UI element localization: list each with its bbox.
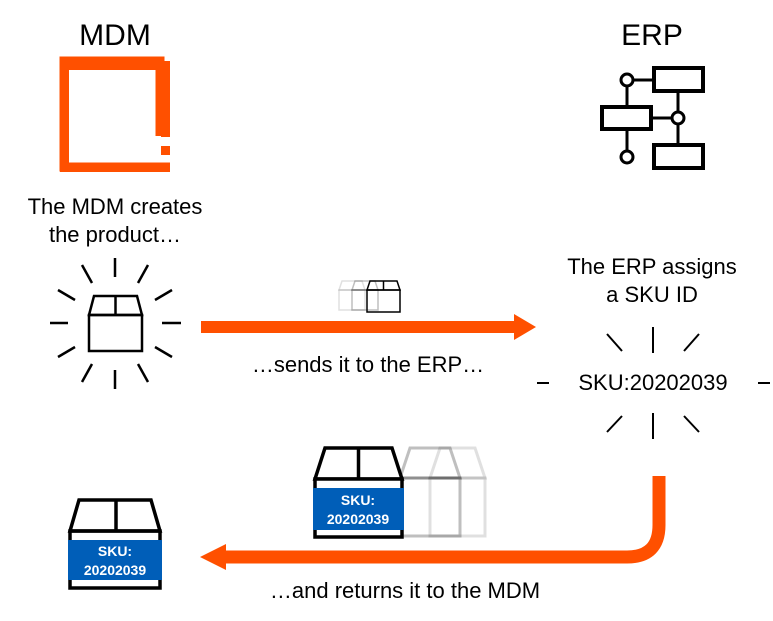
send-arrow	[201, 314, 536, 340]
sku-glow-rays-icon	[537, 327, 770, 439]
return-arrow	[200, 476, 666, 570]
moving-box-sku-line1: SKU:	[341, 492, 375, 508]
assigned-sku-text: SKU:20202039	[578, 370, 727, 395]
return-label: …and returns it to the MDM	[270, 578, 540, 603]
mdm-caption-line2: the product…	[49, 222, 181, 247]
send-label: …sends it to the ERP…	[252, 352, 484, 377]
glow-rays-icon	[50, 258, 181, 389]
moving-labeled-box-icon	[312, 446, 488, 539]
moving-box-icon	[337, 280, 402, 313]
erp-caption-line1: The ERP assigns	[567, 254, 737, 279]
mdm-logo-icon	[59, 56, 170, 172]
delivered-box-sku-line1: SKU:	[98, 543, 132, 559]
mdm-title: MDM	[79, 19, 151, 52]
delivered-box-sku-line2: 20202039	[84, 562, 147, 578]
moving-box-sku-line2: 20202039	[327, 511, 390, 527]
erp-title: ERP	[621, 19, 683, 52]
erp-flowchart-icon	[600, 66, 705, 170]
erp-caption-line2: a SKU ID	[606, 282, 698, 307]
sku-label-tag	[313, 488, 404, 530]
new-product-box-icon	[50, 258, 181, 389]
delivered-labeled-box-icon	[67, 498, 163, 590]
mdm-caption-line1: The MDM creates	[28, 194, 203, 219]
